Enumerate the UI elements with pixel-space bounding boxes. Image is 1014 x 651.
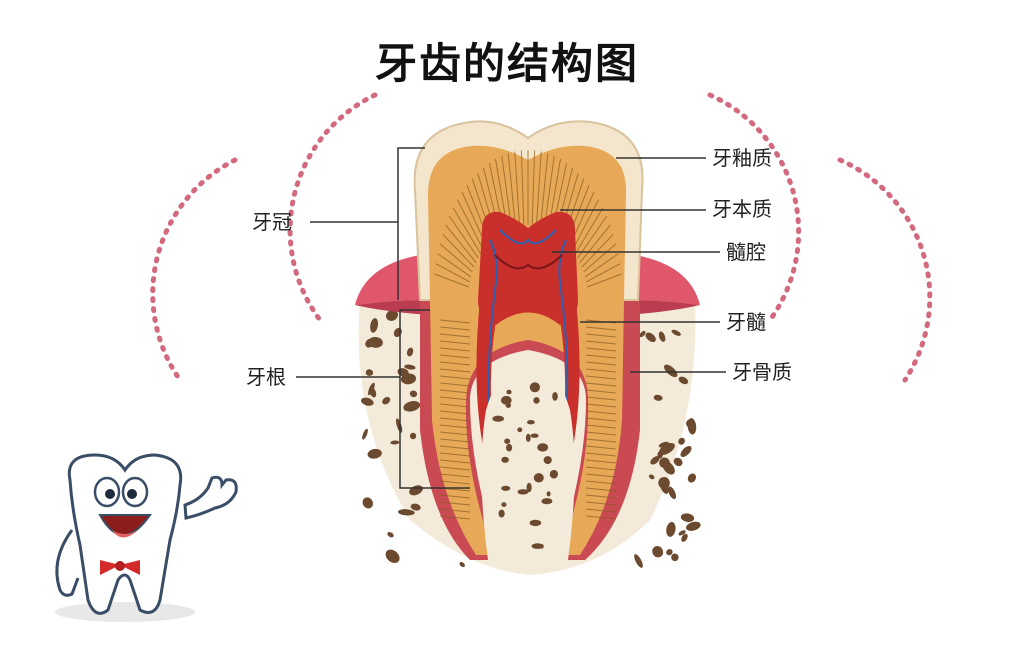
tooth-mascot-icon bbox=[55, 453, 238, 622]
bone-speckle bbox=[664, 364, 678, 378]
bone-speckle bbox=[506, 443, 513, 452]
dotted-arc-left-upper bbox=[287, 92, 378, 323]
bone-speckle bbox=[529, 382, 541, 393]
bone-speckle bbox=[397, 509, 415, 516]
bone-speckle bbox=[409, 390, 418, 398]
decorative-dotted-circles bbox=[150, 92, 933, 383]
bone-speckle bbox=[367, 448, 382, 459]
root-bracket bbox=[399, 309, 470, 489]
bone-speckle bbox=[678, 530, 686, 536]
bone-speckle bbox=[645, 332, 656, 343]
bone-speckle bbox=[382, 396, 391, 405]
bone-speckle bbox=[634, 554, 643, 568]
bone-speckle bbox=[527, 420, 535, 425]
bone-speckle bbox=[666, 521, 676, 537]
bone-speckle bbox=[533, 473, 544, 483]
bone-speckle bbox=[681, 533, 688, 542]
dotted-arc-right-upper bbox=[707, 92, 802, 323]
bone-speckle bbox=[365, 338, 375, 348]
bone-speckle bbox=[658, 331, 666, 342]
pulp-chamber bbox=[478, 211, 578, 325]
bone-speckle bbox=[404, 364, 416, 370]
bone-speckle bbox=[501, 485, 511, 491]
bone-speckle bbox=[406, 347, 414, 357]
bone-speckle bbox=[653, 394, 663, 401]
bone-speckle bbox=[678, 437, 685, 445]
bone-speckle bbox=[659, 478, 669, 494]
label-dentin: 牙本质 bbox=[712, 197, 772, 221]
bone-speckle bbox=[671, 553, 679, 562]
bone-speckle bbox=[533, 397, 540, 404]
label-pulp: 牙髓 bbox=[726, 310, 766, 334]
bone-speckle bbox=[370, 318, 379, 333]
bone-speckle bbox=[673, 457, 683, 467]
dotted-arc-left-lower bbox=[150, 157, 238, 383]
bone-speckle bbox=[531, 543, 544, 549]
bone-speckle bbox=[666, 549, 673, 556]
bone-speckle bbox=[362, 497, 373, 509]
bone-speckle bbox=[648, 474, 655, 480]
bone-speckle bbox=[459, 562, 465, 568]
label-crown: 牙冠 bbox=[252, 210, 292, 234]
bone-speckle bbox=[652, 546, 664, 558]
bone-speckle bbox=[552, 392, 558, 401]
bone-speckle bbox=[517, 489, 529, 495]
label-root: 牙根 bbox=[246, 365, 286, 389]
bone-speckle bbox=[368, 382, 375, 396]
bone-speckle bbox=[671, 329, 681, 336]
dotted-arc-right-lower bbox=[837, 157, 933, 383]
label-pulp-cavity: 髓腔 bbox=[726, 240, 766, 264]
bone-speckle bbox=[687, 473, 697, 483]
bone-speckle bbox=[678, 376, 689, 385]
bone-speckle bbox=[546, 491, 551, 497]
crown-bracket bbox=[397, 147, 425, 300]
bone-speckle bbox=[537, 443, 549, 452]
tooth bbox=[413, 120, 644, 560]
bone-speckle bbox=[662, 461, 675, 475]
bone-speckle bbox=[680, 445, 692, 458]
bone-speckle bbox=[506, 389, 512, 395]
bone-speckle bbox=[650, 456, 660, 465]
bone-speckle bbox=[409, 432, 417, 440]
gum-tissue bbox=[355, 255, 700, 315]
bone-speckle bbox=[401, 368, 407, 381]
bone-speckle bbox=[385, 549, 400, 563]
bone-speckle bbox=[362, 428, 368, 440]
diagram-title: 牙齿的结构图 bbox=[374, 39, 639, 88]
bone-speckle bbox=[667, 486, 677, 500]
bone-speckle bbox=[525, 433, 531, 442]
bone-speckle bbox=[501, 502, 507, 507]
bone-speckle bbox=[541, 498, 553, 505]
bone-speckle bbox=[390, 440, 400, 445]
bone-speckle bbox=[387, 531, 394, 538]
bone-speckle bbox=[504, 438, 511, 444]
bone-speckle bbox=[498, 509, 505, 518]
bone-speckle bbox=[530, 433, 539, 438]
bone-speckle bbox=[658, 443, 675, 455]
bone-speckle bbox=[526, 482, 532, 493]
bone-speckle bbox=[687, 418, 697, 435]
bone-speckle bbox=[639, 330, 646, 338]
bone-speckle bbox=[365, 369, 374, 376]
bone-speckle bbox=[492, 415, 505, 422]
bone-speckle bbox=[517, 427, 523, 433]
bone-speckles bbox=[360, 309, 701, 568]
bone-speckle bbox=[500, 395, 512, 405]
bone-speckle bbox=[657, 451, 663, 459]
bone-speckle bbox=[549, 469, 559, 479]
inter-root-bone bbox=[481, 358, 575, 560]
label-cementum: 牙骨质 bbox=[732, 360, 792, 384]
bone-speckle bbox=[685, 521, 701, 531]
bone-speckle bbox=[680, 513, 695, 522]
label-enamel: 牙釉质 bbox=[712, 146, 772, 170]
bone-speckle bbox=[410, 503, 421, 511]
bone-speckle bbox=[501, 456, 509, 463]
bone-speckle bbox=[403, 401, 421, 412]
label-brackets bbox=[296, 147, 726, 489]
bone-speckle bbox=[360, 397, 374, 406]
bone-speckle bbox=[543, 456, 552, 465]
bone-speckle bbox=[385, 309, 399, 321]
bone-speckle bbox=[529, 519, 542, 527]
